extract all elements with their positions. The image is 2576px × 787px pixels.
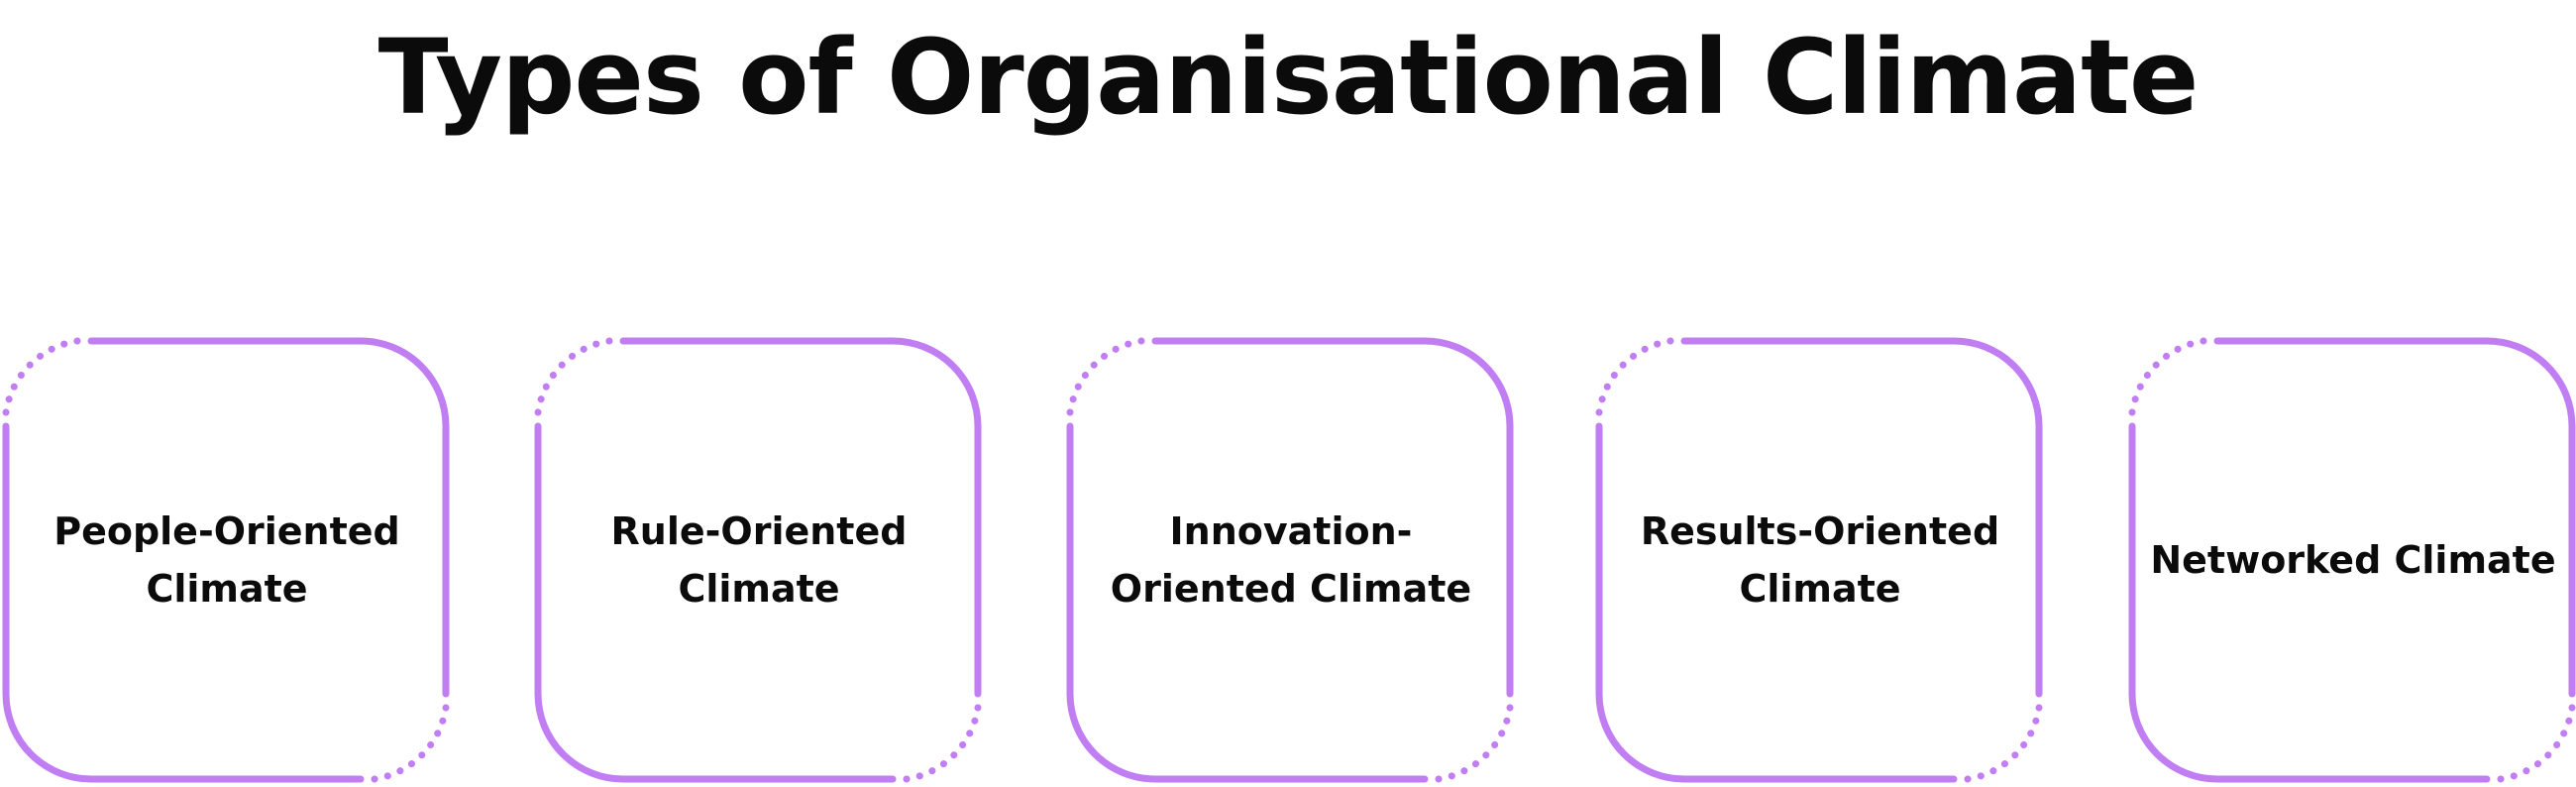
card-frame xyxy=(1066,337,1514,783)
card-label: Innovation-Oriented Climate xyxy=(1110,509,1472,611)
card-label: People-Oriented Climate xyxy=(54,509,400,611)
card-frame-solid xyxy=(1066,337,1514,783)
card-frame xyxy=(2,337,450,783)
card-frame-dotted-corner xyxy=(1066,337,1514,783)
card-frame-solid xyxy=(534,337,982,783)
card-frame-dotted-corner xyxy=(1595,337,2043,783)
card-frame-solid xyxy=(2,337,450,783)
card-frame xyxy=(534,337,982,783)
climate-card: Results-Oriented Climate xyxy=(1595,337,2043,783)
card-frame-solid xyxy=(2128,337,2576,783)
card-label: Rule-Oriented Climate xyxy=(610,509,908,611)
climate-card: People-Oriented Climate xyxy=(2,337,450,783)
card-label: Networked Climate xyxy=(2150,538,2556,582)
card-frame xyxy=(1595,337,2043,783)
card-frame-dotted-corner xyxy=(2128,337,2576,783)
climate-card: Networked Climate xyxy=(2128,337,2576,783)
card-frame-dotted-corner xyxy=(534,337,982,783)
card-frame-solid xyxy=(1595,337,2043,783)
card-label: Results-Oriented Climate xyxy=(1640,509,2000,611)
climate-card: Rule-Oriented Climate xyxy=(534,337,982,783)
card-frame xyxy=(2128,337,2576,783)
climate-card: Innovation-Oriented Climate xyxy=(1066,337,1514,783)
page-title: Types of Organisational Climate xyxy=(377,17,2200,138)
card-frame-dotted-corner xyxy=(2,337,450,783)
